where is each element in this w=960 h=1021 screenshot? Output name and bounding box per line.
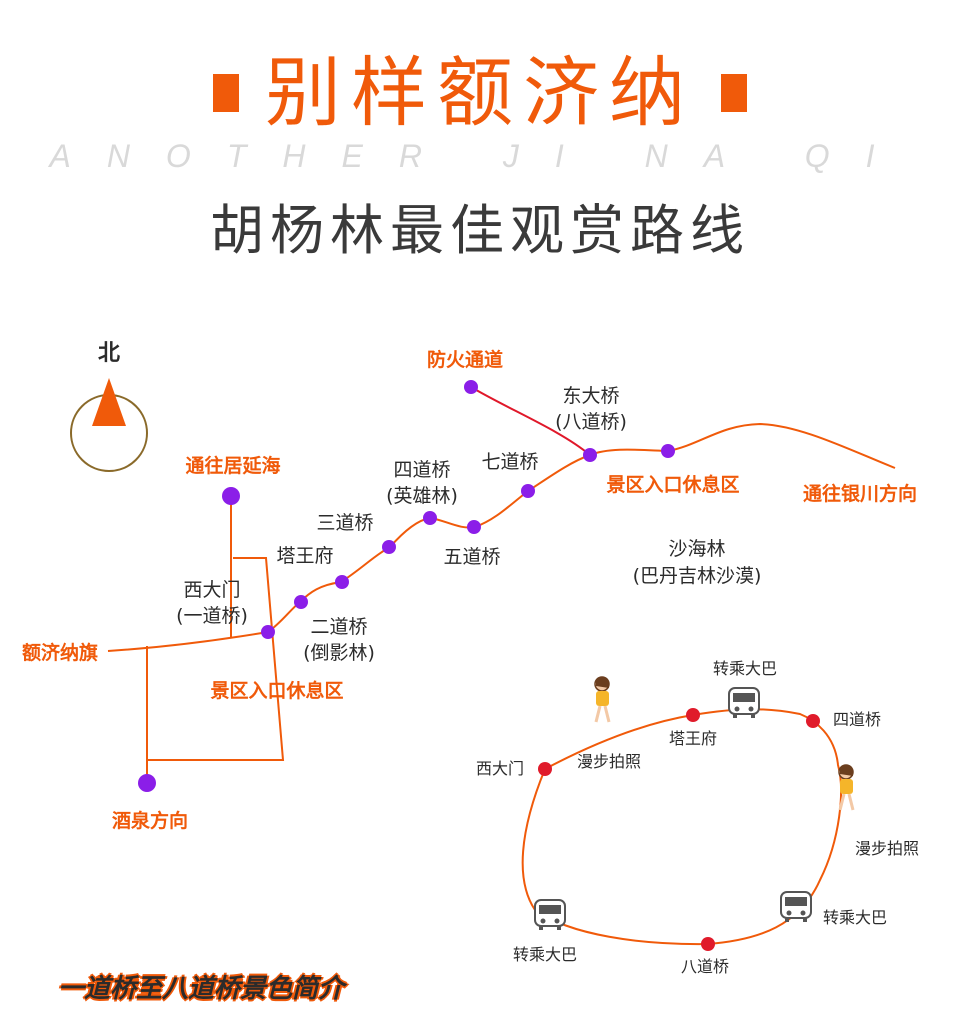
label-xidamen-sub: (一道桥) xyxy=(176,605,248,627)
loop-label-walk-left: 漫步拍照 xyxy=(577,752,641,771)
road-fire xyxy=(470,386,591,456)
label-sandaoqiao: 三道桥 xyxy=(316,512,373,534)
label-sidaoqiao-sub: (英雄林) xyxy=(386,485,458,507)
loop-stops xyxy=(538,708,820,951)
loop-label-bus-left: 转乘大巴 xyxy=(513,945,577,964)
road-ejina xyxy=(107,631,269,652)
page-title: 别样额济纳 xyxy=(265,48,695,137)
stop-fire-road xyxy=(464,380,478,394)
road-loop-west xyxy=(147,557,285,761)
label-qidaoqiao: 七道桥 xyxy=(481,451,538,473)
loop-label-bus-top: 转乘大巴 xyxy=(713,659,777,678)
stop-sandaoqiao xyxy=(382,540,396,554)
route-stops xyxy=(138,380,675,792)
loop-label-sidaoqiao: 四道桥 xyxy=(833,710,881,729)
english-subtitle: ANOTHER JI NA QI xyxy=(49,138,911,174)
title-square-right xyxy=(721,74,747,112)
loop-stop-tawangfu xyxy=(686,708,700,722)
label-to-yinchuan: 通往银川方向 xyxy=(803,482,917,505)
loop-label-badaoqiao: 八道桥 xyxy=(681,957,729,976)
chinese-subtitle: 胡杨林最佳观赏路线 xyxy=(210,199,750,262)
compass: 北 xyxy=(70,341,148,472)
loop-label-walk-right: 漫步拍照 xyxy=(855,839,919,858)
stop-wudaoqiao xyxy=(467,520,481,534)
loop-diagram: 转乘大巴 四道桥 塔王府 西大门 漫步拍照 漫步拍照 转乘大巴 转乘大巴 八道桥 xyxy=(476,659,919,976)
stop-labels: 西大门 (一道桥) 塔王府 二道桥 (倒影林) 三道桥 四道桥 (英雄林) 五道… xyxy=(176,385,761,664)
section-heading: 一道桥至八道桥景色简介 xyxy=(58,974,345,1004)
label-fire-road: 防火通道 xyxy=(427,348,503,371)
label-tawangfu: 塔王府 xyxy=(276,545,333,567)
bus-icon xyxy=(728,687,760,718)
label-xidamen: 西大门 xyxy=(183,579,240,601)
label-entry-rest-west: 景区入口休息区 xyxy=(210,679,343,702)
label-ejina: 额济纳旗 xyxy=(22,641,98,664)
label-dongdaqiao-sub: (八道桥) xyxy=(555,411,627,433)
walking-person-icon xyxy=(838,764,855,811)
loop-label-bus-right: 转乘大巴 xyxy=(823,908,887,927)
bus-icon xyxy=(534,899,566,930)
north-arrow-icon xyxy=(92,378,126,426)
loop-label-tawangfu: 塔王府 xyxy=(669,729,717,748)
title-square-left xyxy=(213,74,239,112)
label-erdaoqiao-sub: (倒影林) xyxy=(303,642,375,664)
stop-jiuquan xyxy=(138,774,156,792)
bus-icon xyxy=(780,891,812,922)
stop-dongdaqiao xyxy=(583,448,597,462)
title-row: 别样额济纳 xyxy=(0,48,960,138)
header: 别样额济纳 ANOTHER JI NA QI 胡杨林最佳观赏路线 xyxy=(0,0,960,270)
stop-juyanhai xyxy=(222,487,240,505)
stop-erdaoqiao xyxy=(294,595,308,609)
orange-labels: 防火通道 通往居延海 通往银川方向 额济纳旗 景区入口休息区 景区入口休息区 酒… xyxy=(22,348,917,832)
label-to-jiuquan: 酒泉方向 xyxy=(112,809,188,832)
label-shahailin: 沙海林 xyxy=(668,538,725,560)
stop-east-entry xyxy=(661,444,675,458)
loop-stop-badaoqiao xyxy=(701,937,715,951)
label-erdaoqiao: 二道桥 xyxy=(310,616,367,638)
label-entry-rest-east: 景区入口休息区 xyxy=(606,473,739,496)
stop-tawangfu xyxy=(335,575,349,589)
label-wudaoqiao: 五道桥 xyxy=(443,546,500,568)
walking-person-icon xyxy=(594,676,611,723)
compass-north-label: 北 xyxy=(98,341,120,366)
label-shahailin-sub: (巴丹吉林沙漠) xyxy=(633,565,762,587)
stop-sidaoqiao xyxy=(423,511,437,525)
stop-xidamen xyxy=(261,625,275,639)
loop-labels: 转乘大巴 四道桥 塔王府 西大门 漫步拍照 漫步拍照 转乘大巴 转乘大巴 八道桥 xyxy=(476,659,919,976)
loop-stop-xidamen xyxy=(538,762,552,776)
loop-stop-sidaoqiao xyxy=(806,714,820,728)
label-dongdaqiao: 东大桥 xyxy=(562,385,619,407)
label-to-juyanhai: 通往居延海 xyxy=(185,454,280,477)
label-sidaoqiao: 四道桥 xyxy=(393,459,450,481)
loop-label-xidamen: 西大门 xyxy=(476,759,524,778)
stop-qidaoqiao xyxy=(521,484,535,498)
